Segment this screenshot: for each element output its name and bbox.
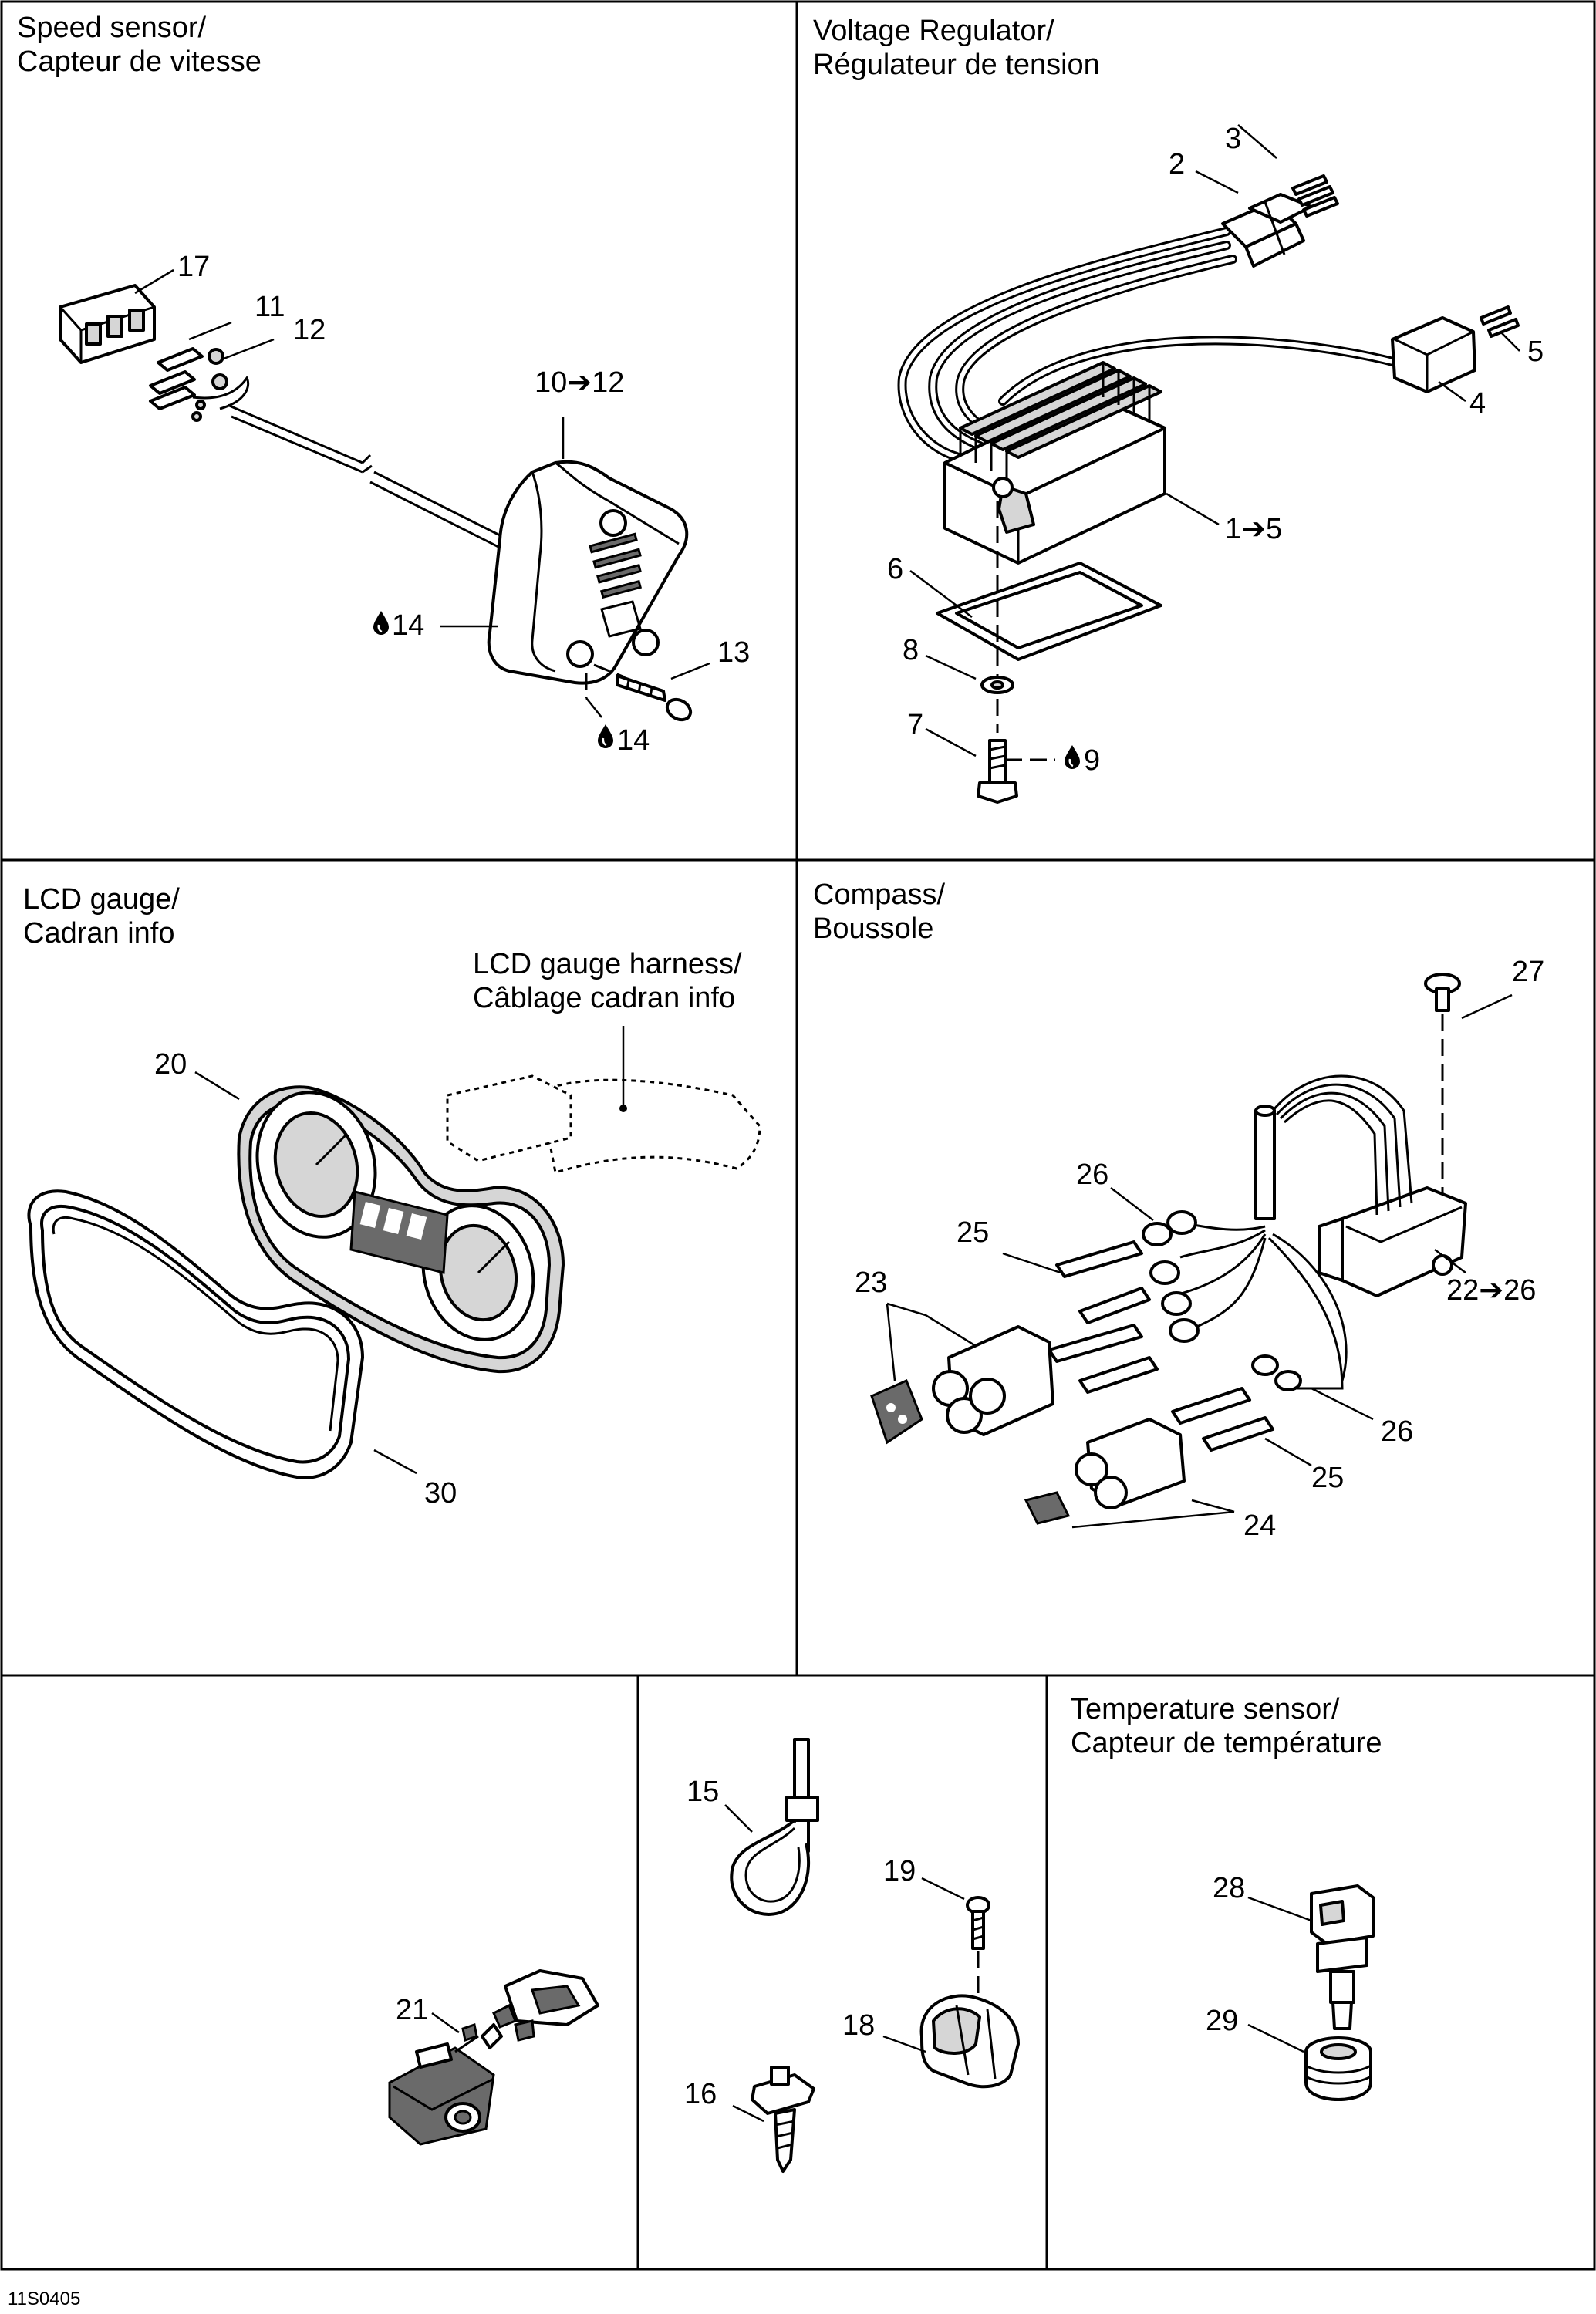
wire-seals <box>1142 1210 1200 1343</box>
callout-5: 5 <box>1527 336 1544 368</box>
panel-fasteners: 15 19 18 16 <box>684 1738 1020 2173</box>
callout-16: 16 <box>684 2078 717 2110</box>
callout-11: 11 <box>255 291 285 323</box>
callout-30: 30 <box>424 1477 457 1509</box>
callout-4: 4 <box>1469 387 1486 420</box>
push-rivet <box>751 2066 815 2173</box>
panel-compass: Compass/ Boussole <box>813 879 1544 1542</box>
harness-connector-assembly <box>388 1969 599 2146</box>
panel-title-fr: Boussole <box>813 912 933 945</box>
panel-title-fr: Cadran info <box>23 917 174 950</box>
callout-28: 28 <box>1213 1872 1245 1904</box>
callout-25: 25 <box>957 1216 989 1249</box>
callout-10-12: 10➔12 <box>535 366 624 399</box>
callout-12: 12 <box>293 314 326 346</box>
drawing-code: 11S0405 <box>8 2289 80 2309</box>
droplet-icon <box>596 723 615 750</box>
compass-module <box>1318 1186 1467 1297</box>
connector-housing <box>932 1325 1054 1436</box>
panel-title-en: Voltage Regulator/ <box>813 15 1054 47</box>
panel-temperature-sensor: Temperature sensor/ Capteur de températu… <box>1071 1693 1382 2101</box>
callout-2: 2 <box>1169 148 1185 180</box>
regulator-wires <box>897 227 1401 461</box>
callout-26: 26 <box>1076 1159 1108 1191</box>
callout-24: 24 <box>1243 1509 1276 1542</box>
connector-housing <box>59 284 156 364</box>
panel-speed-sensor: Speed sensor/ Capteur de vitesse <box>17 12 750 757</box>
panel-misc: 21 <box>388 1969 599 2146</box>
callout-13: 13 <box>717 636 750 669</box>
tie-wrap <box>730 1738 819 1916</box>
rivet <box>1424 973 1461 1012</box>
callout-9: 9 <box>1084 744 1100 777</box>
connector-housing <box>1391 316 1476 393</box>
callout-19: 19 <box>883 1855 916 1887</box>
callout-1-5: 1➔5 <box>1225 513 1282 545</box>
droplet-icon <box>372 609 390 636</box>
callout-18: 18 <box>842 2009 875 2042</box>
callout-27: 27 <box>1512 956 1544 988</box>
callout-14: 14 <box>617 724 650 757</box>
cable-clip <box>919 1994 1020 2089</box>
callout-23: 23 <box>855 1267 887 1299</box>
callout-15: 15 <box>687 1776 719 1808</box>
callout-20: 20 <box>154 1048 187 1081</box>
panel-title-fr: Capteur de température <box>1071 1727 1382 1759</box>
callout-22-26: 22➔26 <box>1446 1274 1536 1307</box>
panel-title-en: Speed sensor/ <box>17 12 206 44</box>
lcd-gauge-body <box>237 1085 565 1374</box>
connector-housing <box>1221 193 1313 268</box>
panel-voltage-regulator: Voltage Regulator/ Régulateur de tension <box>813 15 1544 804</box>
callout-6: 6 <box>887 553 903 585</box>
callout-14: 14 <box>392 609 424 642</box>
droplet-icon <box>1063 744 1081 771</box>
callout-26: 26 <box>1381 1415 1413 1448</box>
panel-title-fr: Capteur de vitesse <box>17 46 262 78</box>
panel-title-en: Temperature sensor/ <box>1071 1693 1340 1725</box>
callout-21: 21 <box>396 1994 428 2026</box>
gauge-seal-ring <box>27 1189 364 1479</box>
sensor-seal <box>1304 2036 1372 2101</box>
screw <box>966 1896 990 1950</box>
speed-sensor-body <box>487 460 689 685</box>
connector-seal <box>1024 1491 1071 1525</box>
panel-title-en: LCD gauge/ <box>23 883 180 916</box>
callout-3: 3 <box>1225 123 1241 155</box>
voltage-regulator-body <box>943 361 1166 565</box>
panel-title-en: Compass/ <box>813 879 945 911</box>
callout-29: 29 <box>1206 2005 1238 2037</box>
harness-title-en: LCD gauge harness/ <box>473 948 742 980</box>
terminals <box>149 347 228 410</box>
panel-title-fr: Régulateur de tension <box>813 49 1100 81</box>
screw <box>616 674 693 722</box>
connector-seal <box>870 1378 923 1445</box>
connector-housing <box>1075 1418 1186 1509</box>
temperature-sensor-body <box>1310 1884 1375 2030</box>
callout-7: 7 <box>907 709 923 741</box>
lcd-gauge-harness <box>446 1074 761 1174</box>
terminals <box>1048 1240 1159 1394</box>
panel-lcd-gauge: LCD gauge/ Cadran info LCD gauge harness… <box>23 883 761 1509</box>
screw <box>977 739 1018 804</box>
terminals <box>1291 174 1339 218</box>
callout-17: 17 <box>177 251 210 283</box>
callout-25: 25 <box>1311 1462 1344 1494</box>
harness-title-fr: Câblage cadran info <box>473 982 735 1014</box>
callout-8: 8 <box>903 634 919 666</box>
